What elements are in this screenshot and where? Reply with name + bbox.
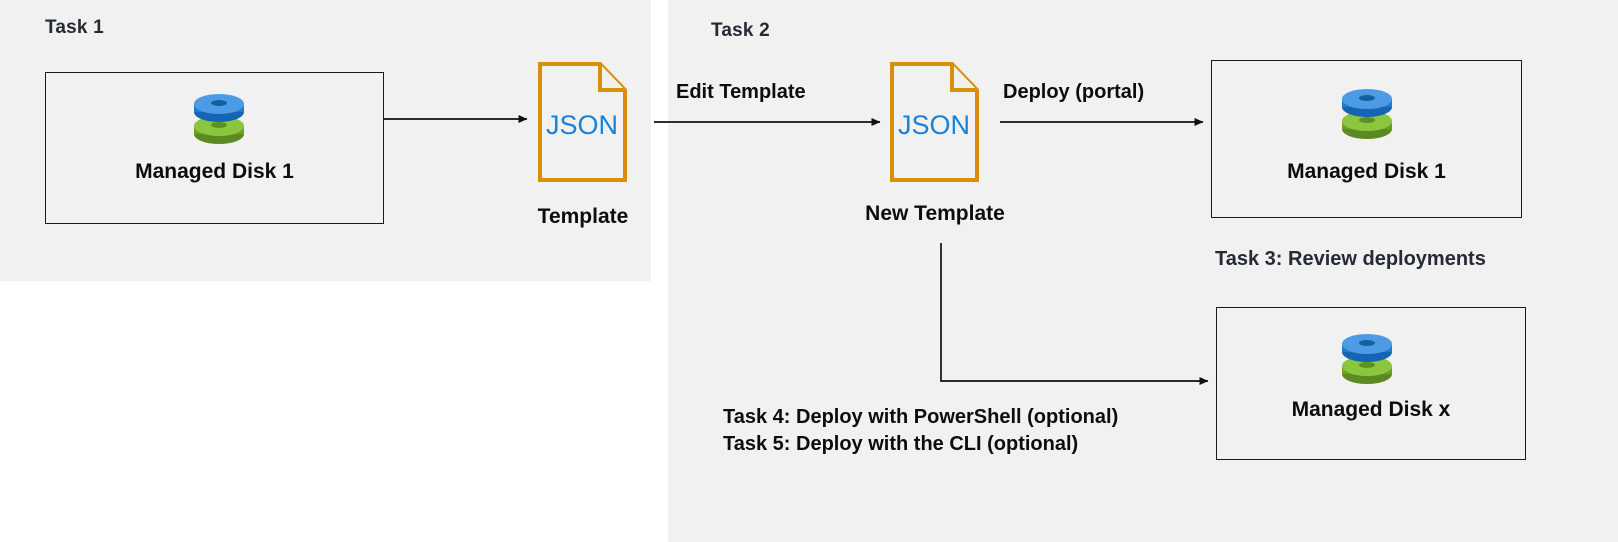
task1-label: Task 1 [45,17,104,38]
managed-disk-1-caption-left: Managed Disk 1 [135,160,294,183]
json-document-icon: JSON [890,62,979,182]
deploy-portal-edge-label: Deploy (portal) [1003,81,1145,103]
svg-text:JSON: JSON [546,110,618,140]
managed-disk-x-caption: Managed Disk x [1291,398,1451,421]
edit-template-edge-label: Edit Template [676,81,806,103]
svg-text:JSON: JSON [898,110,970,140]
managed-disk-1-caption-right: Managed Disk 1 [1287,160,1446,183]
task4-label: Task 4: Deploy with PowerShell (optional… [723,406,1119,428]
task2-label: Task 2 [711,20,770,41]
managed-disk-icon [1336,85,1398,143]
task3-label: Task 3: Review deployments [1215,248,1486,270]
task5-label: Task 5: Deploy with the CLI (optional) [723,433,1079,455]
template-label: Template [537,205,629,228]
managed-disk-1-box-right [1211,60,1522,218]
json-document-icon: JSON [538,62,627,182]
optional-tasks-note: Task 4: Deploy with PowerShell (optional… [723,404,1118,458]
managed-disk-icon [188,90,250,148]
managed-disk-icon [1336,330,1398,388]
new-template-label: New Template [865,202,1005,225]
